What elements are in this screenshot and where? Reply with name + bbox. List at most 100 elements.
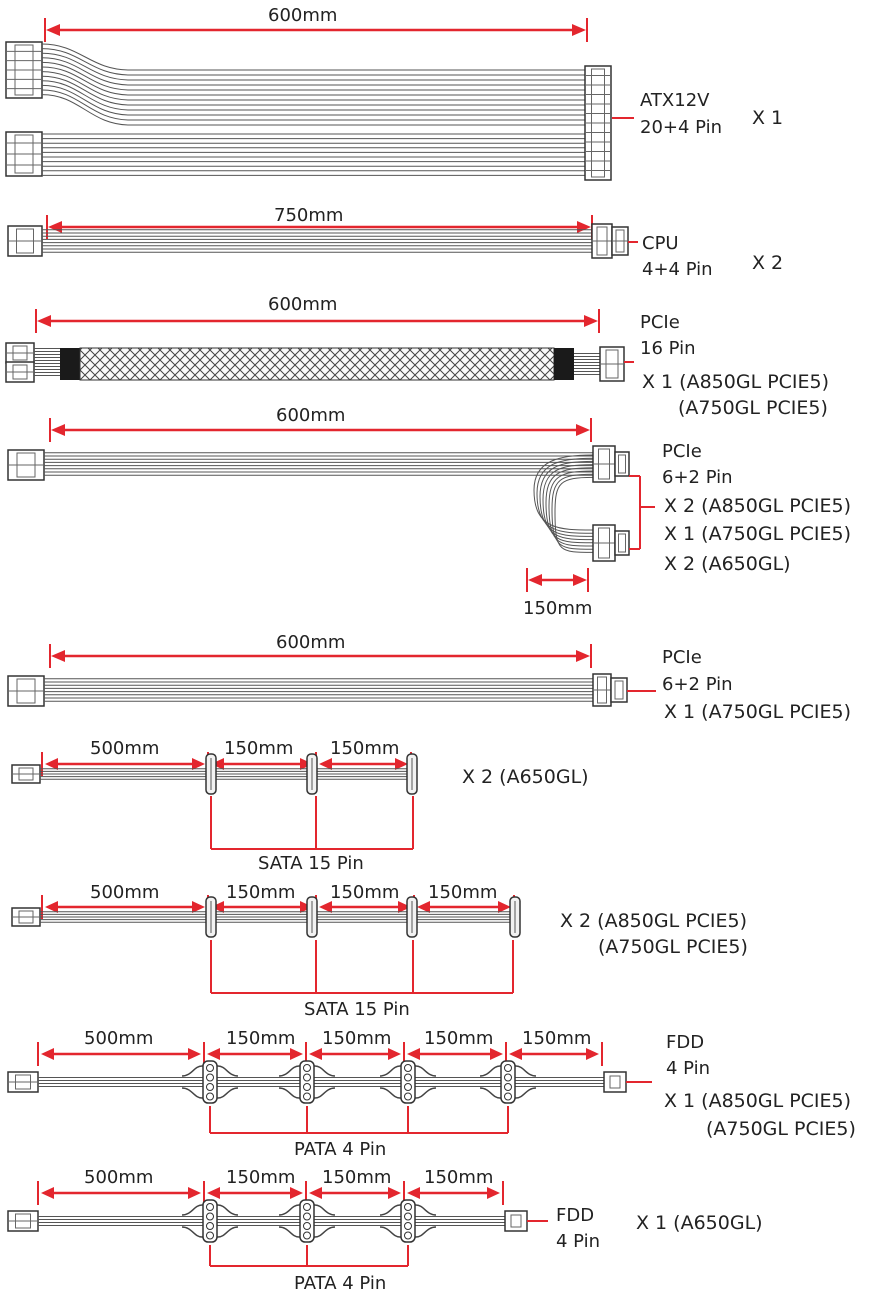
wire [548,470,594,547]
molex-pin [206,1092,214,1101]
pata4-segment-3: 150mm [322,1028,392,1049]
pcie16-length-label: 600mm [268,294,338,315]
molex-pin [206,1064,214,1072]
cpu-wire-bundle [42,229,592,253]
arrow-head [388,1187,401,1199]
wire [41,71,585,101]
pcie16-wire-stub [34,348,60,376]
wire [41,75,585,106]
molex-plug-body [202,1060,218,1104]
pcie16-psu-connector-b [5,361,35,383]
fdd4-connector-name: FDD [666,1032,705,1053]
pcie-single-quantity: X 1 (A750GL PCIE5) [664,701,852,723]
connector-latch [18,910,34,924]
arrow-head [41,1187,54,1199]
pcie-dual-psu-connector [7,449,45,481]
sata4-segment-1: 500mm [90,882,160,903]
arrow-head [192,758,205,770]
cpu-mb-connector-b [611,226,629,256]
connector-latch [614,680,624,700]
arrow-head [319,758,332,770]
connector-latch [16,678,36,704]
connector-latch [15,1213,31,1229]
molex-pin [206,1222,214,1230]
pcie16-quantity-1: X 1 (A850GL PCIE5) [642,371,830,393]
wire [533,454,594,531]
connector-latch [596,226,608,256]
pata4-bracket [209,1106,509,1134]
sata4-plug-2 [306,896,318,938]
wire [41,43,585,71]
molex-pin [206,1203,214,1211]
pcie-single-length-label: 600mm [276,632,346,653]
pcie16-quantity-2: (A750GL PCIE5) [678,397,828,419]
molex-pin [504,1073,512,1082]
pcie-single-connector-pins: 6+2 Pin [662,674,733,695]
molex-plug-body [500,1060,516,1104]
wire [554,476,594,553]
arrow-head [48,221,62,233]
connector-body [610,677,628,703]
arrow-head [586,1048,599,1060]
atx-connector-name: ATX12V [640,90,710,111]
sata4-segment-2: 150mm [226,882,296,903]
pcie16-sleeve [79,347,555,381]
pcie-dual-length-label: 600mm [276,405,346,426]
arrow-head [309,1187,322,1199]
arrow-head [395,758,408,770]
pcie-dual-branch-wires [533,454,594,553]
connector-latch [12,364,28,380]
wire [551,473,594,550]
connector-latch [16,452,36,478]
pata3-bracket [209,1245,409,1267]
pcie-dual-branch-length: 150mm [523,598,593,619]
atx-dimension [44,18,588,42]
pcie-dual-connector-b6 [592,524,616,562]
arrow-head [211,901,224,913]
molex-pin [303,1222,311,1230]
molex-pin [404,1222,412,1230]
fdd3-connector-pins: 4 Pin [556,1231,601,1252]
sata3-quantity: X 2 (A650GL) [462,766,589,788]
atx-wire-bundle [41,43,585,176]
pcie-single-dimension [49,644,592,668]
cpu-mb-connector-a [591,223,613,259]
connector-latch [598,527,610,559]
pata4-segment-1: 500mm [84,1028,154,1049]
sata4-wire-bundle [40,911,515,923]
fdd-plug-body [603,1071,627,1093]
arrow-head [490,1048,503,1060]
molex-plug-body [299,1199,315,1243]
arrow-head [319,901,332,913]
arrow-head [528,574,542,586]
atx-mb-connector [584,65,612,181]
connector-latch [18,767,34,781]
wire [41,57,585,86]
arrow-head [509,1048,522,1060]
pata4-connector-label: PATA 4 Pin [294,1139,387,1160]
arrow-head [407,1048,420,1060]
pcie-single-connector-name: PCIe [662,647,702,668]
arrow-head [46,24,60,36]
arrow-head [51,650,65,662]
fdd4-connector-pins: 4 Pin [666,1058,711,1079]
connector-body [614,530,630,556]
arrow-head [188,1048,201,1060]
sata3-connector-label: SATA 15 Pin [258,853,364,874]
pata4-molex-3 [379,1060,437,1104]
molex-pin [303,1083,311,1091]
pata4-quantity-1: X 1 (A850GL PCIE5) [664,1090,852,1112]
arrow-head [309,1048,322,1060]
arrow-head [407,1187,420,1199]
pata3-fdd-plug [504,1210,528,1232]
atx-length-label: 600mm [268,5,338,26]
atx-connector-pins: 20+4 Pin [640,117,723,138]
arrow-head [290,1048,303,1060]
fdd-plug-slot [510,1214,522,1228]
sata3-bracket [210,796,414,850]
pata3-molex-2 [278,1199,336,1243]
molex-pin [303,1064,311,1072]
arrow-head [498,901,511,913]
pcie-single-connector-2 [610,677,628,703]
molex-plug-body [299,1060,315,1104]
